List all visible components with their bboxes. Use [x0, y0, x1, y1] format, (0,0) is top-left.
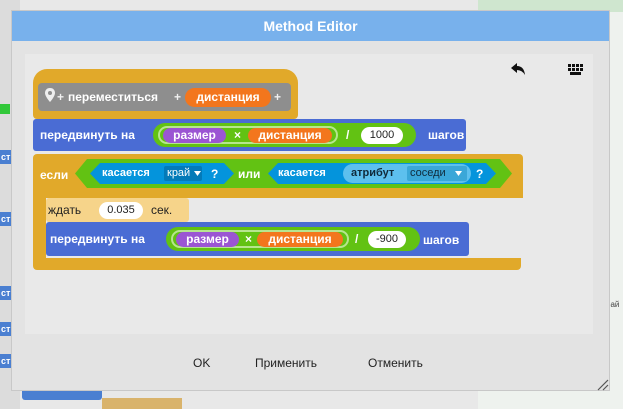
keyboard-icon[interactable] [567, 62, 585, 76]
background-block-label: ст [0, 354, 13, 368]
background-block-label: ст [0, 322, 13, 336]
touching-label: касается [102, 167, 150, 179]
add-input-plus[interactable]: + [274, 90, 282, 104]
question-mark: ? [476, 167, 484, 181]
if-block-arm [33, 198, 46, 258]
background-green-flag [0, 104, 10, 114]
background-stage-top [478, 0, 623, 12]
attribute-dropdown[interactable] [407, 166, 467, 181]
multiply-sign: × [245, 232, 253, 246]
add-input-plus[interactable]: + [174, 90, 182, 104]
move-label: передвинуть на [40, 128, 135, 142]
var-size[interactable]: размер [163, 128, 226, 143]
ok-button[interactable]: OK [193, 356, 211, 370]
background-block-label: ст [0, 150, 13, 164]
divide-sign: / [355, 232, 359, 246]
var-size[interactable]: размер [176, 232, 239, 247]
or-label: или [238, 167, 261, 181]
wait-input[interactable]: 0.035 [99, 202, 143, 219]
dialog-title[interactable]: Method Editor [12, 11, 609, 41]
method-name-label: переместиться [68, 90, 159, 104]
background-side-text: рай [606, 300, 620, 309]
undo-arrow-icon[interactable] [508, 60, 528, 80]
divisor-input[interactable]: -900 [368, 231, 406, 248]
wait-unit: сек. [151, 203, 173, 217]
unit-label: шагов [423, 233, 460, 247]
multiply-sign: × [234, 128, 242, 142]
attribute-label: атрибут [351, 167, 395, 179]
move-label: передвинуть на [50, 232, 145, 246]
chevron-down-icon [455, 171, 462, 176]
background-block-label: ст [0, 212, 13, 226]
var-distance[interactable]: дистанция [257, 232, 343, 247]
background-block [102, 398, 182, 409]
chevron-down-icon [194, 171, 201, 176]
background-block-label: ст [0, 286, 13, 300]
attribute-option: соседи [410, 167, 446, 179]
divide-sign: / [346, 128, 350, 142]
touching-label: касается [278, 167, 326, 179]
edge-option: край [167, 167, 191, 179]
cancel-button[interactable]: Отменить [368, 356, 423, 370]
if-block-bottom [33, 258, 521, 270]
if-label: если [40, 168, 69, 182]
add-input-plus[interactable]: + [57, 90, 65, 104]
method-editor-dialog: Method Editor + переместиться + дистанци… [12, 11, 609, 391]
param-distance[interactable]: дистанция [185, 88, 271, 107]
var-distance[interactable]: дистанция [248, 128, 332, 143]
location-pin-icon [45, 88, 55, 102]
apply-button[interactable]: Применить [255, 356, 318, 370]
wait-label: ждать [48, 203, 82, 217]
edge-dropdown[interactable] [164, 166, 202, 181]
unit-label: шагов [428, 128, 465, 142]
divisor-input[interactable]: 1000 [361, 127, 403, 144]
resize-handle-icon[interactable] [595, 377, 609, 391]
question-mark: ? [211, 167, 219, 181]
